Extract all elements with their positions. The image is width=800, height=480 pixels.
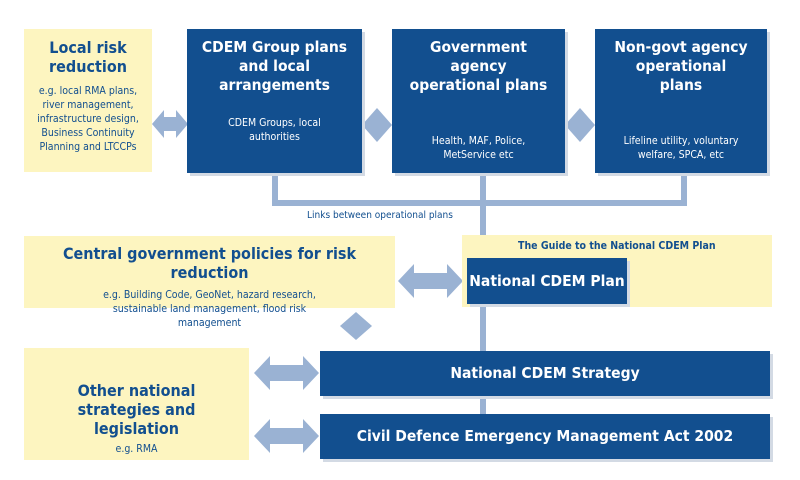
national-strategy-title: National CDEM Strategy <box>450 364 640 382</box>
central-gov-title: Central government policies for risk red… <box>62 244 357 282</box>
cdem-act-title: Civil Defence Emergency Management Act 2… <box>356 427 734 445</box>
central-gov-box: Central government policies for risk red… <box>24 236 395 329</box>
gov-agency-body: Health, MAF, Police, MetService etc <box>431 135 526 161</box>
gov-agency-title: Government agency operational plans <box>409 38 548 94</box>
gov-agency-box: Government agency operational plans Heal… <box>392 29 565 173</box>
cdem-group-body: CDEM Groups, local authorities <box>228 117 321 143</box>
links-label: Links between operational plans <box>307 210 453 221</box>
central-gov-body: e.g. Building Code, GeoNet, hazard resea… <box>103 289 316 329</box>
cdem-group-title: CDEM Group plans and local arrangements <box>201 38 348 94</box>
local-risk-body: e.g. local RMA plans, river management, … <box>37 85 139 153</box>
plans-link-line <box>480 173 486 203</box>
nongov-agency-body: Lifeline utility, voluntary welfare, SPC… <box>623 135 739 161</box>
double-arrow-icon <box>152 110 188 138</box>
national-plan-title: National CDEM Plan <box>469 271 625 290</box>
nongov-agency-title: Non-govt agency operational plans <box>614 38 748 94</box>
double-arrow-icon <box>340 312 372 340</box>
national-plan-box: National CDEM Plan <box>467 258 627 304</box>
guide-label: The Guide to the National CDEM Plan <box>518 240 716 252</box>
cdem-act-box: Civil Defence Emergency Management Act 2… <box>320 414 770 459</box>
plans-link-line <box>272 200 687 206</box>
local-risk-box: Local risk reduction e.g. local RMA plan… <box>24 29 152 172</box>
cdem-group-box: CDEM Group plans and local arrangements … <box>187 29 362 173</box>
local-risk-title: Local risk reduction <box>49 38 127 76</box>
other-national-box: Other national strategies and legislatio… <box>24 348 249 460</box>
double-arrow-icon <box>398 264 463 298</box>
plans-link-line <box>272 173 278 203</box>
double-arrow-icon <box>254 419 319 453</box>
other-national-body: e.g. RMA <box>115 443 158 455</box>
spine-line <box>480 203 486 417</box>
double-arrow-icon <box>254 356 319 390</box>
plans-link-line <box>681 173 687 203</box>
double-arrow-icon <box>565 108 595 142</box>
double-arrow-icon <box>362 108 392 142</box>
nongov-agency-box: Non-govt agency operational plans Lifeli… <box>595 29 767 173</box>
national-strategy-box: National CDEM Strategy <box>320 351 770 396</box>
other-national-title: Other national strategies and legislatio… <box>77 381 196 438</box>
